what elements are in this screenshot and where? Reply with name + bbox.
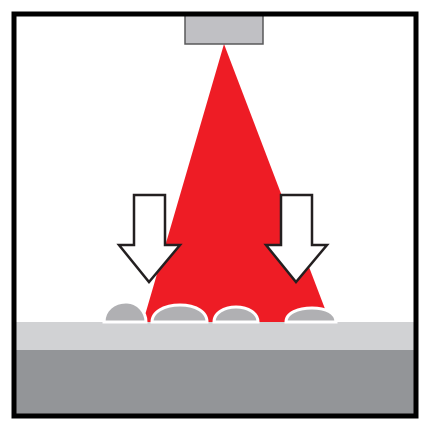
arrow-down-icon [116,193,183,284]
particle-group [102,300,338,324]
particle-icon [212,305,260,324]
emitter-block-icon [184,13,264,45]
arrow-down-icon [263,193,330,284]
surface-base-layer [14,350,416,416]
particle-icon [284,306,338,324]
frame-border [11,11,419,419]
particle-icon [150,303,209,324]
particle-icon [102,300,148,324]
surface-top-layer [14,322,416,350]
